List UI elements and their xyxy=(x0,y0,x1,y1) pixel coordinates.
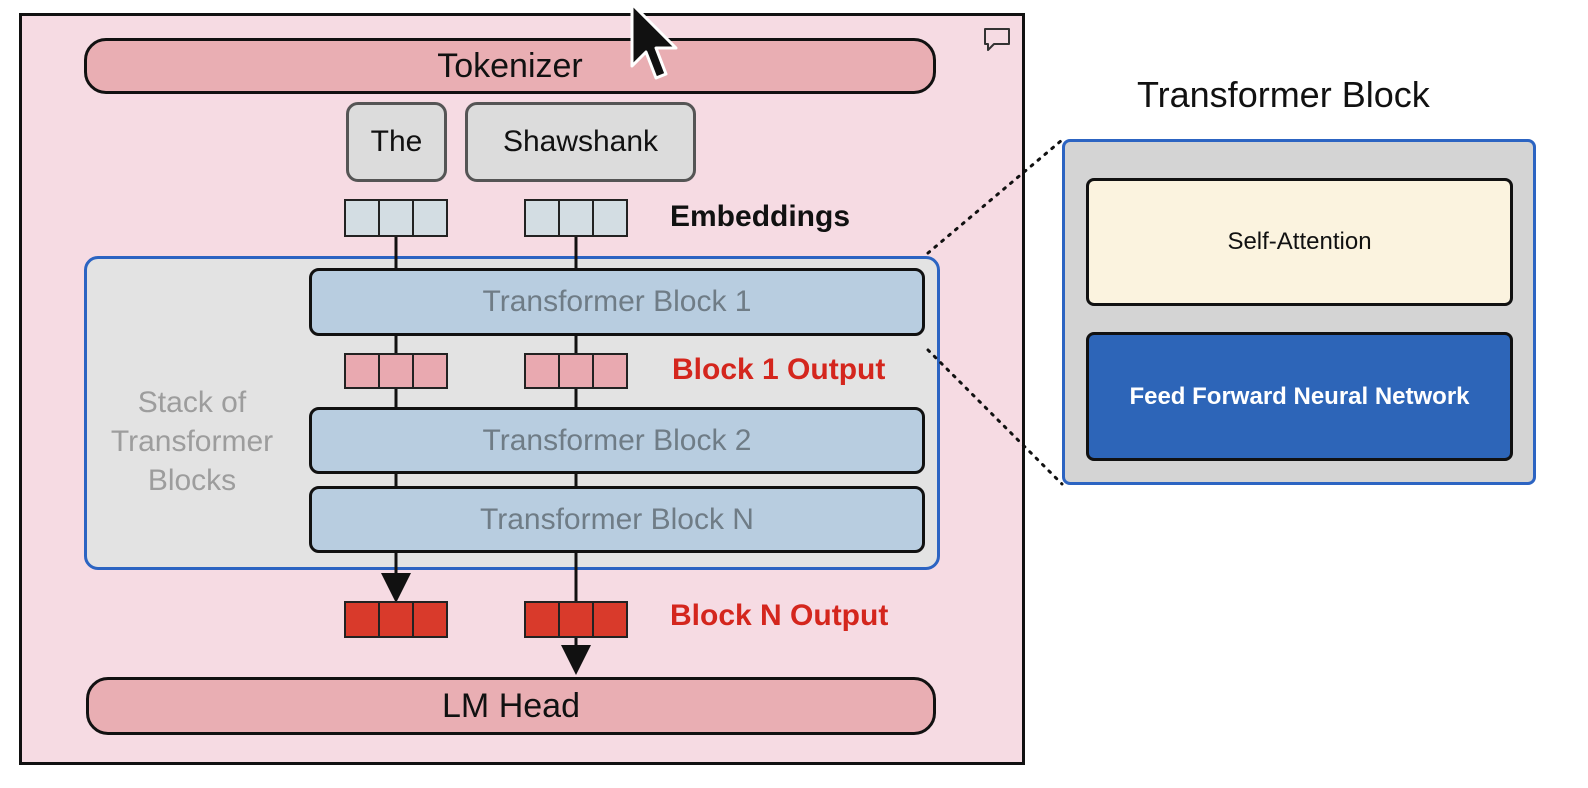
stack-label-line: Blocks xyxy=(147,464,237,497)
self-attention-box: Self-Attention xyxy=(1086,178,1513,306)
block1-output-label: Block 1 Output xyxy=(672,353,886,386)
block-label: Transformer Block 2 xyxy=(482,423,752,457)
transformer-block-1: Transformer Block 1 xyxy=(309,268,925,336)
stack-label-line: Transformer xyxy=(110,425,274,458)
comment-icon[interactable] xyxy=(982,26,1012,54)
block-label: Transformer Block 1 xyxy=(482,285,752,318)
tokenizer-box: Tokenizer xyxy=(84,38,936,94)
blockn-output-vector xyxy=(344,601,448,638)
token-shawshank: Shawshank xyxy=(465,102,696,182)
blockn-output-vector xyxy=(524,601,628,638)
block-label: Transformer Block N xyxy=(480,502,754,536)
stack-label-line: Stack of xyxy=(137,386,247,419)
ffnn-label: Feed Forward Neural Network xyxy=(1129,382,1470,410)
token-label: The xyxy=(370,125,423,158)
transformer-block-n: Transformer Block N xyxy=(309,486,925,553)
token-label: Shawshank xyxy=(502,125,659,158)
detail-title: Transformer Block xyxy=(1137,74,1430,115)
embedding-vector xyxy=(344,199,448,237)
stack-label: Stack of Transformer Blocks xyxy=(92,383,292,500)
block1-output-vector xyxy=(344,353,448,389)
self-attention-label: Self-Attention xyxy=(1227,228,1372,255)
block1-output-vector xyxy=(524,353,628,389)
token-the: The xyxy=(346,102,447,182)
embedding-vector xyxy=(524,199,628,237)
embeddings-label: Embeddings xyxy=(670,200,851,233)
mouse-cursor-icon xyxy=(628,2,684,86)
lm-head-label: LM Head xyxy=(442,686,580,725)
ffnn-box: Feed Forward Neural Network xyxy=(1086,332,1513,461)
blockn-output-label: Block N Output xyxy=(670,599,889,632)
tokenizer-label: Tokenizer xyxy=(437,46,583,85)
transformer-block-2: Transformer Block 2 xyxy=(309,407,925,474)
lm-head-box: LM Head xyxy=(86,677,936,735)
